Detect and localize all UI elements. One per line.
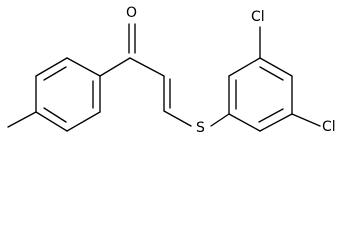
p-tolyl-ring: [35, 57, 101, 132]
alkene-sulfur-bond: [163, 110, 192, 127]
aromatic-inner-bond: [43, 66, 67, 81]
ring-bond: [35, 57, 68, 77]
meta-chlorine-bond: [291, 113, 321, 127]
ring-bond: [259, 113, 293, 132]
ring-bond: [66, 57, 101, 77]
carbonyl-alkene-bond: [129, 57, 165, 77]
aromatic-inner-bond: [258, 108, 284, 123]
ring-bond: [228, 57, 261, 77]
chlorine-ortho-label: Cl: [251, 9, 265, 25]
ring-bond: [228, 113, 261, 132]
oxygen-atom-label: O: [126, 5, 137, 21]
dichlorophenyl-ring: [228, 57, 293, 132]
molecule-structure: O S Cl Cl: [7, 5, 336, 136]
methyl-bond: [7, 111, 37, 128]
aromatic-inner-bond: [43, 107, 67, 123]
ring-bond: [35, 111, 68, 132]
aromatic-inner-bond: [259, 66, 284, 81]
structure-diagram: O S Cl Cl: [7, 5, 336, 136]
ring-bond: [259, 57, 293, 77]
sulfur-atom-label: S: [196, 120, 205, 136]
aryl-carbonyl-bond: [99, 57, 131, 77]
sulfur-aryl-bond: [210, 113, 230, 127]
chlorine-meta-label: Cl: [322, 119, 336, 135]
ring-bond: [66, 111, 101, 132]
